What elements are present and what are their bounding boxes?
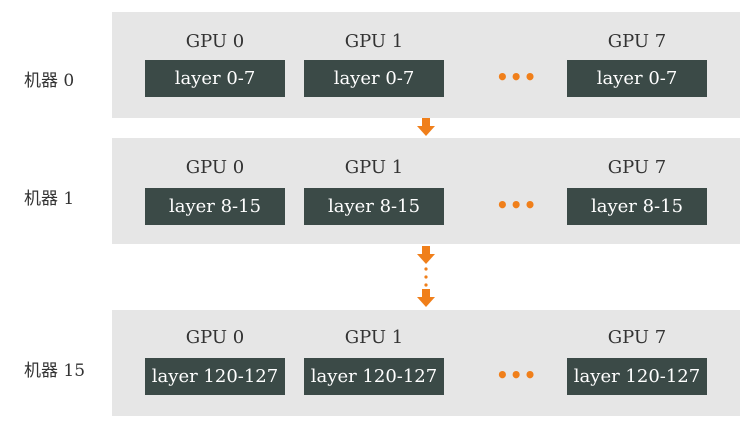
machine-label-1: 机器 1 bbox=[24, 189, 75, 209]
layer-box-m1-g0: layer 8-15 bbox=[145, 188, 285, 225]
gpu-title-m15-g1: GPU 1 bbox=[344, 327, 404, 348]
ellipsis-m0: ••• bbox=[496, 65, 538, 89]
machine-panel-0: GPU 0 GPU 1 GPU 7 layer 0-7 layer 0-7 ••… bbox=[112, 12, 740, 118]
layer-box-m0-g7: layer 0-7 bbox=[567, 60, 707, 97]
layer-box-m0-g1: layer 0-7 bbox=[304, 60, 444, 97]
layer-box-m15-g7: layer 120-127 bbox=[567, 358, 707, 395]
ellipsis-m1: ••• bbox=[496, 193, 538, 217]
gpu-title-m0-g1: GPU 1 bbox=[344, 31, 404, 52]
gpu-title-m1-g1: GPU 1 bbox=[344, 157, 404, 178]
machine-panel-15: GPU 0 GPU 1 GPU 7 layer 120-127 layer 12… bbox=[112, 310, 740, 416]
machine-label-0: 机器 0 bbox=[24, 71, 75, 91]
down-arrow-icon bbox=[417, 246, 435, 264]
layer-box-m15-g1: layer 120-127 bbox=[304, 358, 444, 395]
gpu-title-m1-g7: GPU 7 bbox=[607, 157, 667, 178]
machine-panel-1: GPU 0 GPU 1 GPU 7 layer 8-15 layer 8-15 … bbox=[112, 138, 740, 244]
gpu-title-m15-g7: GPU 7 bbox=[607, 327, 667, 348]
down-arrow-icon bbox=[417, 289, 435, 307]
gpu-title-m1-g0: GPU 0 bbox=[185, 157, 245, 178]
vertical-dots-icon bbox=[424, 267, 428, 287]
ellipsis-m15: ••• bbox=[496, 363, 538, 387]
machine-label-15: 机器 15 bbox=[24, 361, 86, 381]
layer-box-m15-g0: layer 120-127 bbox=[145, 358, 285, 395]
down-arrow-icon bbox=[417, 118, 435, 136]
layer-box-m1-g7: layer 8-15 bbox=[567, 188, 707, 225]
gpu-title-m0-g0: GPU 0 bbox=[185, 31, 245, 52]
layer-box-m1-g1: layer 8-15 bbox=[304, 188, 444, 225]
layer-box-m0-g0: layer 0-7 bbox=[145, 60, 285, 97]
gpu-title-m15-g0: GPU 0 bbox=[185, 327, 245, 348]
gpu-title-m0-g7: GPU 7 bbox=[607, 31, 667, 52]
